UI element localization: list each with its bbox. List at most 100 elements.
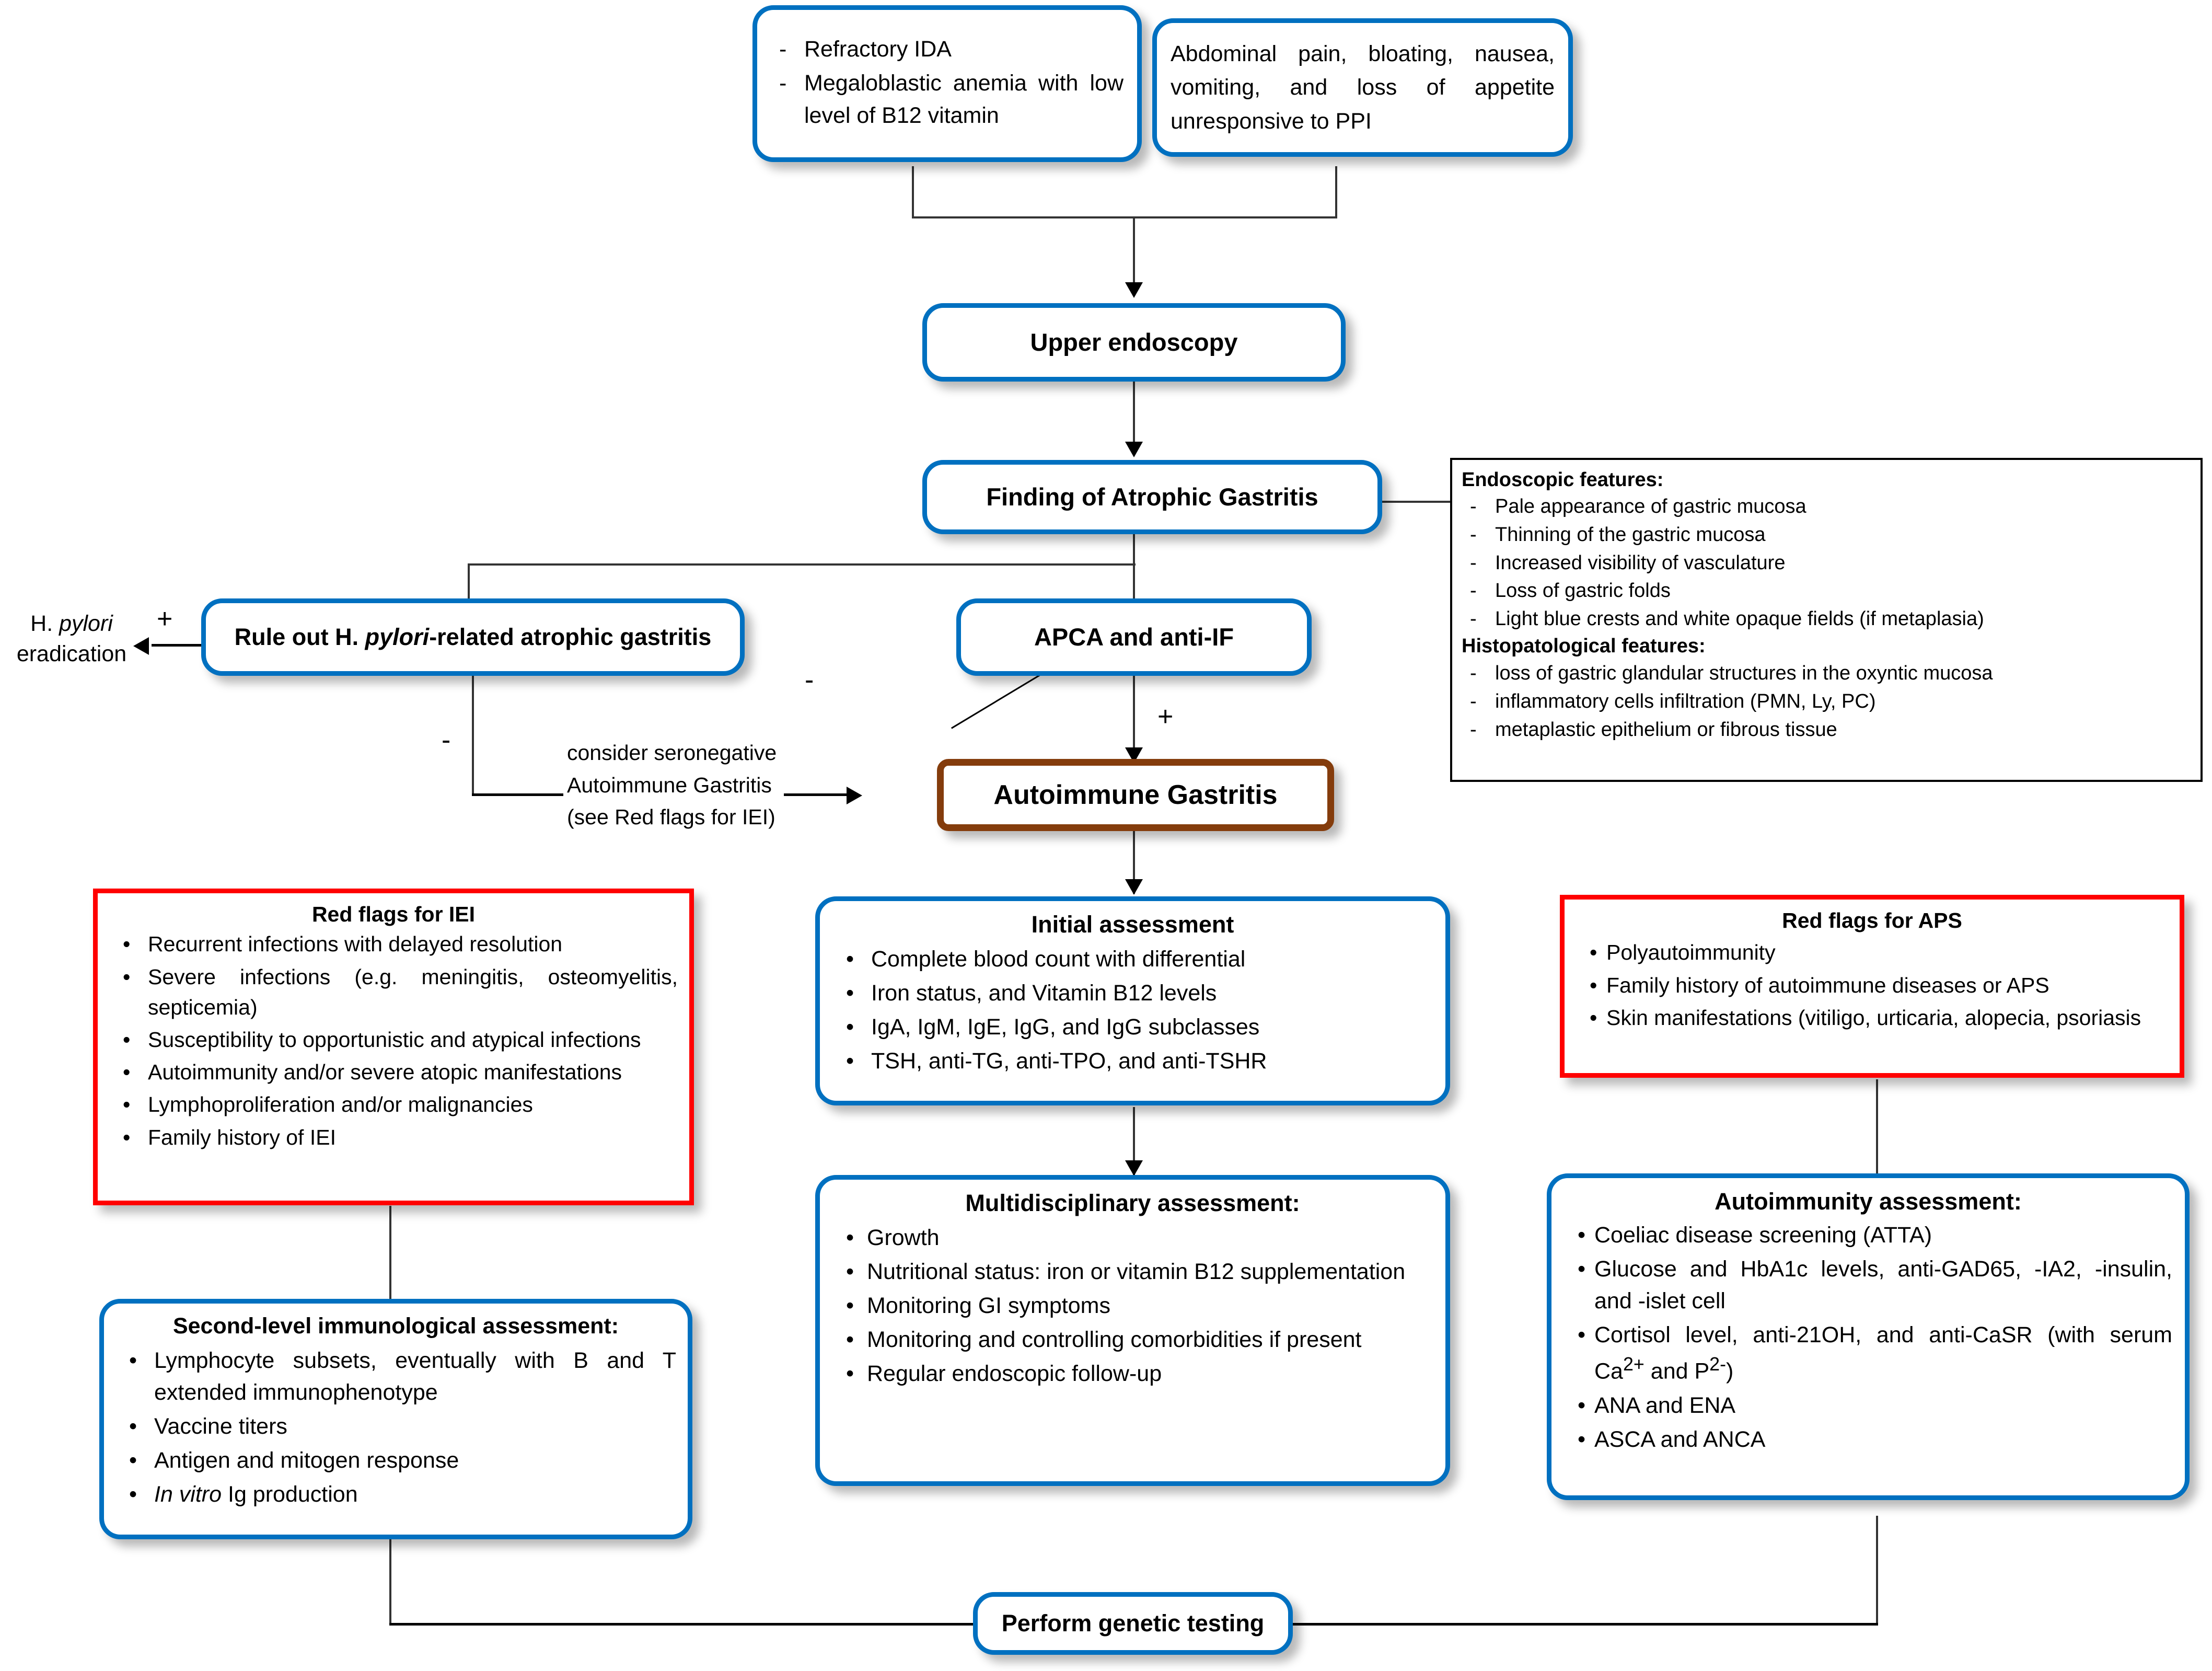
upper-endoscopy-title: Upper endoscopy (1030, 328, 1238, 356)
edge-label-apca-negative: - (805, 665, 814, 695)
list-item: Polyautoimmunity (1576, 937, 2168, 967)
connector-merge-to-endoscopy (1133, 216, 1135, 290)
apca-antiif-title: APCA and anti-IF (1034, 623, 1234, 651)
node-second-level-immunological[interactable]: Second-level immunological assessment: L… (99, 1299, 692, 1539)
connector-apca-to-ag (1133, 674, 1135, 760)
node-finding-atrophic-gastritis[interactable]: Finding of Atrophic Gastritis (922, 460, 1382, 534)
list-item: Iron status, and Vitamin B12 levels (832, 977, 1433, 1009)
list-item: Family history of autoimmune diseases or… (1576, 970, 2168, 1000)
list-item: loss of gastric glandular structures in … (1462, 660, 2191, 688)
label-seronegative-note: consider seronegative Autoimmune Gastrit… (567, 737, 786, 834)
red-flags-aps-title: Red flags for APS (1782, 908, 1962, 932)
connector-finding-to-features (1380, 501, 1450, 503)
arrowhead-hp-eradication (133, 637, 149, 655)
symptoms-gi-text: Abdominal pain, bloating, nausea, vomiti… (1171, 41, 1555, 134)
connector-autoimmunity-down (1876, 1516, 1878, 1624)
edge-label-hp-negative: - (442, 725, 451, 755)
histopathological-features-heading: Histopatological features: (1462, 635, 1706, 658)
list-item: Cortisol level, anti-21OH, and anti-CaSR… (1564, 1319, 2172, 1387)
node-features-panel[interactable]: Endoscopic features: Pale appearance of … (1450, 458, 2203, 782)
node-initial-assessment[interactable]: Initial assessment Complete blood count … (815, 896, 1450, 1105)
list-item: Autoimmunity and/or severe atopic manife… (109, 1057, 678, 1087)
list-item: Severe infections (e.g. meningitis, oste… (109, 962, 678, 1022)
arrowhead-to-finding (1125, 442, 1143, 457)
edge-label-hp-positive: + (157, 604, 173, 634)
list-item: Antigen and mitogen response (115, 1445, 676, 1477)
connector-branch-bar (468, 563, 1136, 566)
node-autoimmunity-assessment[interactable]: Autoimmunity assessment: Coeliac disease… (1547, 1173, 2190, 1500)
list-item: IgA, IgM, IgE, IgG, and IgG subclasses (832, 1011, 1433, 1043)
connector-autoimmunity-to-genetic (1291, 1623, 1878, 1626)
seronegative-note-line2: Autoimmune Gastritis (567, 773, 772, 797)
connector-note-to-ag (784, 793, 854, 796)
connector-hp-negative-down (472, 674, 474, 796)
connector-merge-bar (912, 216, 1337, 218)
connector-hematologic-down (912, 166, 914, 218)
node-autoimmune-gastritis[interactable]: Autoimmune Gastritis (937, 759, 1334, 831)
connector-iei-to-second-level (389, 1206, 391, 1300)
seronegative-note-line3: (see Red flags for IEI) (567, 805, 775, 829)
list-item: Growth (832, 1222, 1433, 1254)
list-item: Coeliac disease screening (ATTA) (1564, 1219, 2172, 1251)
list-item: Skin manifestations (vitiligo, urticaria… (1576, 1002, 2168, 1033)
arrowhead-initial-to-multi (1125, 1160, 1143, 1176)
node-rule-out-hp[interactable]: Rule out H. pylori-related atrophic gast… (201, 598, 745, 676)
connector-second-level-down (389, 1539, 391, 1626)
connector-endoscopy-to-finding (1133, 382, 1135, 450)
list-item: Pale appearance of gastric mucosa (1462, 493, 2191, 521)
list-item: Recurrent infections with delayed resolu… (109, 929, 678, 959)
seronegative-note-line1: consider seronegative (567, 741, 777, 765)
node-red-flags-iei[interactable]: Red flags for IEI Recurrent infections w… (93, 889, 694, 1205)
list-item: Lymphocyte subsets, eventually with B an… (115, 1345, 676, 1409)
list-item: Family history of IEI (109, 1122, 678, 1153)
list-item: Nutritional status: iron or vitamin B12 … (832, 1256, 1433, 1288)
node-apca-antiif[interactable]: APCA and anti-IF (956, 598, 1312, 676)
list-item: Vaccine titers (115, 1411, 676, 1443)
list-item: Thinning of the gastric mucosa (1462, 521, 2191, 549)
arrowhead-to-endoscopy (1125, 282, 1143, 298)
connector-gi-down (1335, 166, 1337, 218)
multidisciplinary-assessment-title: Multidisciplinary assessment: (965, 1190, 1300, 1216)
initial-assessment-title: Initial assessment (1031, 911, 1234, 938)
genetic-testing-title: Perform genetic testing (1001, 1610, 1265, 1637)
arrowhead-ag-to-initial (1125, 879, 1143, 895)
connector-hp-negative-right (472, 793, 563, 796)
connector-hp-eradication (152, 644, 214, 647)
list-item: Loss of gastric folds (1462, 577, 2191, 605)
node-symptoms-gi[interactable]: Abdominal pain, bloating, nausea, vomiti… (1152, 18, 1573, 157)
edge-label-apca-positive: + (1157, 701, 1174, 732)
node-multidisciplinary-assessment[interactable]: Multidisciplinary assessment: Growth Nut… (815, 1175, 1450, 1486)
list-item: ANA and ENA (1564, 1390, 2172, 1422)
connector-aps-to-autoimmunity (1876, 1079, 1878, 1173)
node-symptoms-hematologic[interactable]: Refractory IDA Megaloblastic anemia with… (752, 5, 1142, 162)
connector-ag-to-initial (1133, 831, 1135, 894)
connector-initial-to-multi (1133, 1107, 1135, 1175)
list-item: Monitoring and controlling comorbidities… (832, 1324, 1433, 1356)
node-red-flags-aps[interactable]: Red flags for APS Polyautoimmunity Famil… (1560, 895, 2184, 1078)
list-item: TSH, anti-TG, anti-TPO, and anti-TSHR (832, 1045, 1433, 1077)
list-item: Regular endoscopic follow-up (832, 1358, 1433, 1390)
rule-out-hp-title: Rule out H. pylori-related atrophic gast… (234, 624, 712, 650)
list-item: Monitoring GI symptoms (832, 1290, 1433, 1322)
arrowhead-note-to-ag (847, 787, 862, 804)
list-item: Lymphoproliferation and/or malignancies (109, 1089, 678, 1120)
node-upper-endoscopy[interactable]: Upper endoscopy (922, 303, 1346, 382)
connector-finding-down (1133, 534, 1135, 586)
list-item: Susceptibility to opportunistic and atyp… (109, 1024, 678, 1055)
second-level-immunological-title: Second-level immunological assessment: (172, 1313, 619, 1339)
connector-branch-right-down (1133, 563, 1135, 615)
connector-branch-left-down (468, 563, 470, 615)
list-item: Light blue crests and white opaque field… (1462, 605, 2191, 633)
list-item: inflammatory cells infiltration (PMN, Ly… (1462, 688, 2191, 716)
list-item: ASCA and ANCA (1564, 1424, 2172, 1456)
list-item: Megaloblastic anemia with low level of B… (771, 67, 1124, 131)
autoimmune-gastritis-title: Autoimmune Gastritis (993, 779, 1278, 810)
list-item: Increased visibility of vasculature (1462, 549, 2191, 578)
list-item: Complete blood count with differential (832, 943, 1433, 975)
hp-eradication-line2: eradication (16, 641, 127, 666)
red-flags-iei-title: Red flags for IEI (311, 902, 476, 926)
list-item: Glucose and HbA1c levels, anti-GAD65, -I… (1564, 1253, 2172, 1317)
autoimmunity-assessment-title: Autoimmunity assessment: (1715, 1188, 2022, 1215)
node-genetic-testing[interactable]: Perform genetic testing (973, 1592, 1293, 1655)
